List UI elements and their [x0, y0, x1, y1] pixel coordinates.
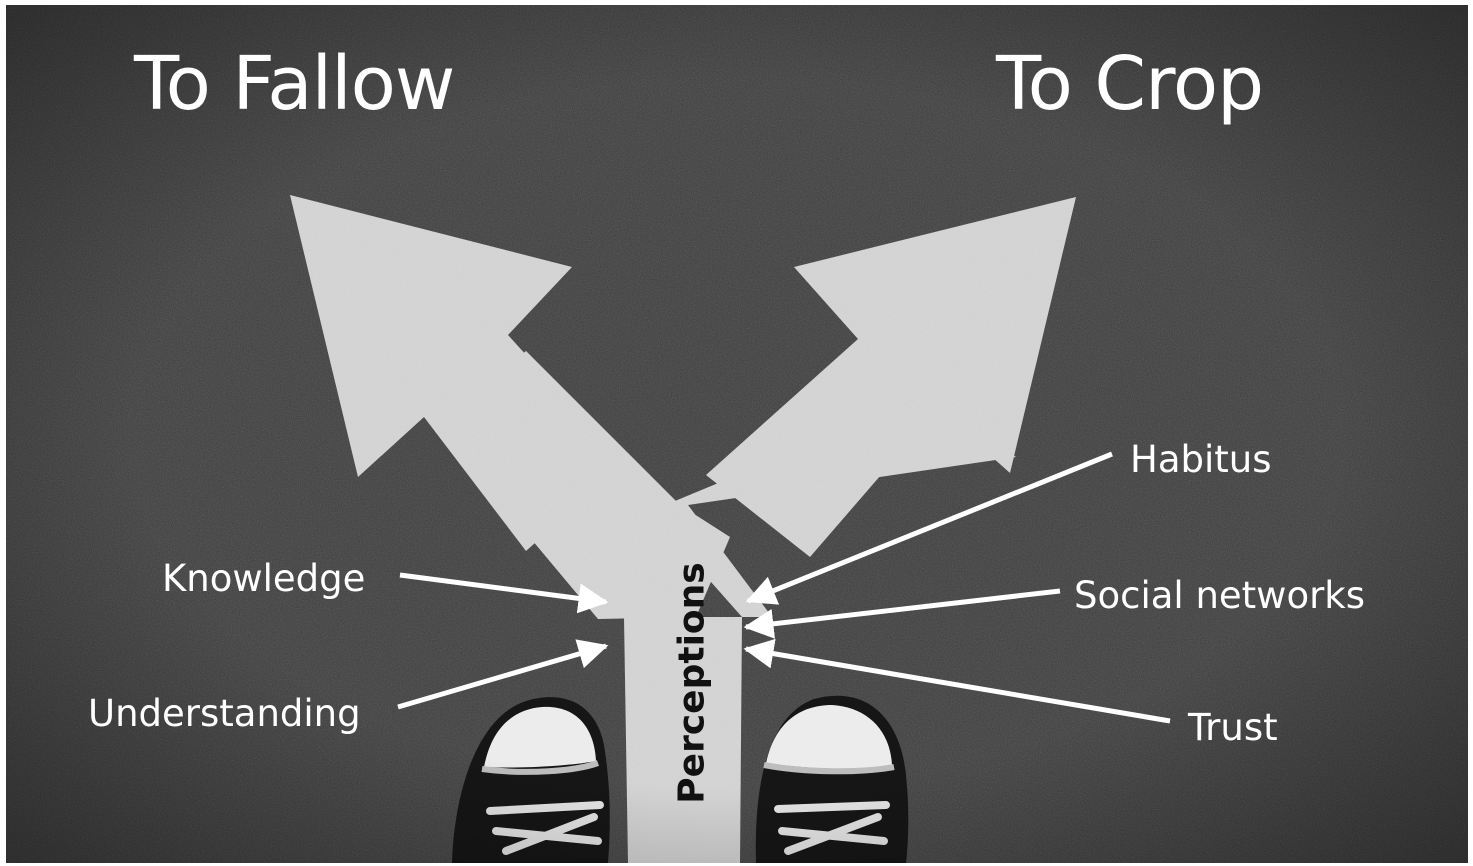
- social-networks-pointer: [743, 588, 1061, 639]
- diagram-graphics: [6, 5, 1468, 863]
- habitus-label: Habitus: [1130, 438, 1272, 481]
- vignette-overlay: [6, 5, 1468, 863]
- understanding-pointer: [397, 639, 609, 710]
- diagram-canvas: To Fallow To Crop Knowledge Understandin…: [6, 5, 1468, 863]
- knowledge-pointer: [399, 572, 609, 614]
- to-crop-title: To Crop: [996, 41, 1264, 127]
- factor-pointers: [397, 451, 1171, 724]
- habitus-pointer: [745, 451, 1113, 605]
- trust-pointer: [743, 638, 1171, 724]
- trust-label: Trust: [1188, 706, 1278, 749]
- to-fallow-title: To Fallow: [134, 41, 455, 127]
- knowledge-label: Knowledge: [162, 557, 366, 600]
- perceptions-label: Perceptions: [671, 562, 713, 804]
- social-networks-label: Social networks: [1074, 574, 1365, 617]
- understanding-label: Understanding: [88, 692, 361, 735]
